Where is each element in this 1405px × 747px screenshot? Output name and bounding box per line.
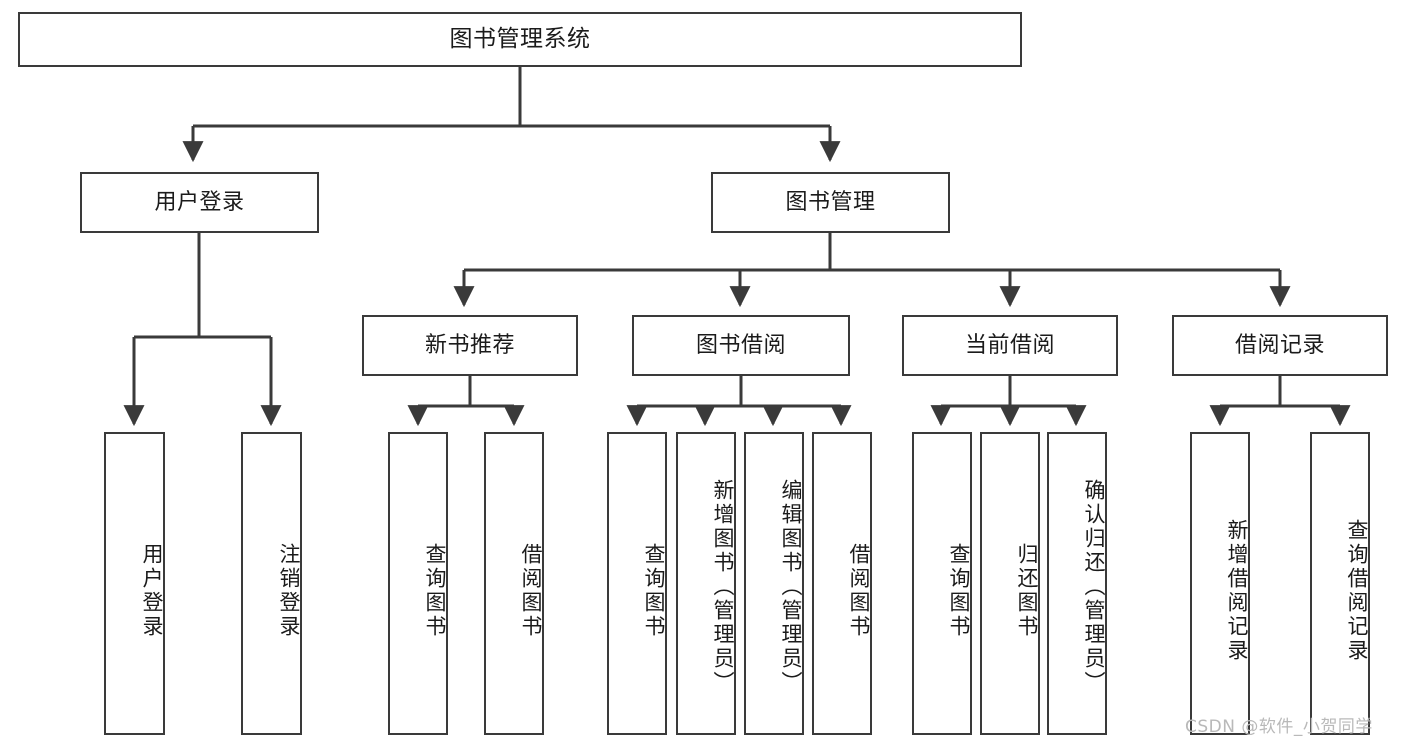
node-new-book-recommend[interactable]: 新书推荐 — [362, 315, 578, 376]
leaf-label: 归还图书 — [1015, 542, 1039, 639]
leaf-current-borrow-query[interactable]: 查询图书 — [912, 432, 972, 735]
leaf-label: 新增借阅记录 — [1225, 518, 1249, 663]
leaf-user-login-login[interactable]: 用户登录 — [104, 432, 165, 735]
node-user-login[interactable]: 用户登录 — [80, 172, 319, 233]
leaf-label: 注销登录 — [277, 542, 301, 639]
leaf-label: 查询借阅记录 — [1345, 518, 1369, 663]
leaf-label: 用户登录 — [140, 542, 164, 639]
leaf-new-book-query[interactable]: 查询图书 — [388, 432, 448, 735]
leaf-book-borrow-query[interactable]: 查询图书 — [607, 432, 667, 735]
leaf-book-borrow-edit[interactable]: 编辑图书（管理员） — [744, 432, 804, 735]
node-book-management[interactable]: 图书管理 — [711, 172, 950, 233]
leaf-label: 确认归还（管理员） — [1082, 478, 1106, 695]
node-root-system[interactable]: 图书管理系统 — [18, 12, 1022, 67]
leaf-borrow-record-add[interactable]: 新增借阅记录 — [1190, 432, 1250, 735]
leaf-label: 编辑图书（管理员） — [779, 478, 803, 695]
leaf-label: 新增图书（管理员） — [711, 478, 735, 695]
node-current-borrow[interactable]: 当前借阅 — [902, 315, 1118, 376]
leaf-current-borrow-confirm-return[interactable]: 确认归还（管理员） — [1047, 432, 1107, 735]
node-borrow-record[interactable]: 借阅记录 — [1172, 315, 1388, 376]
leaf-current-borrow-return[interactable]: 归还图书 — [980, 432, 1040, 735]
leaf-label: 借阅图书 — [519, 542, 543, 639]
leaf-book-borrow-borrow[interactable]: 借阅图书 — [812, 432, 872, 735]
leaf-user-login-logout[interactable]: 注销登录 — [241, 432, 302, 735]
node-book-borrow[interactable]: 图书借阅 — [632, 315, 850, 376]
leaf-label: 查询图书 — [423, 542, 447, 639]
leaf-label: 借阅图书 — [847, 542, 871, 639]
leaf-new-book-borrow[interactable]: 借阅图书 — [484, 432, 544, 735]
leaf-label: 查询图书 — [642, 542, 666, 639]
leaf-label: 查询图书 — [947, 542, 971, 639]
watermark: CSDN @软件_小贺同学 — [1185, 717, 1373, 737]
leaf-borrow-record-query[interactable]: 查询借阅记录 — [1310, 432, 1370, 735]
leaf-book-borrow-add[interactable]: 新增图书（管理员） — [676, 432, 736, 735]
